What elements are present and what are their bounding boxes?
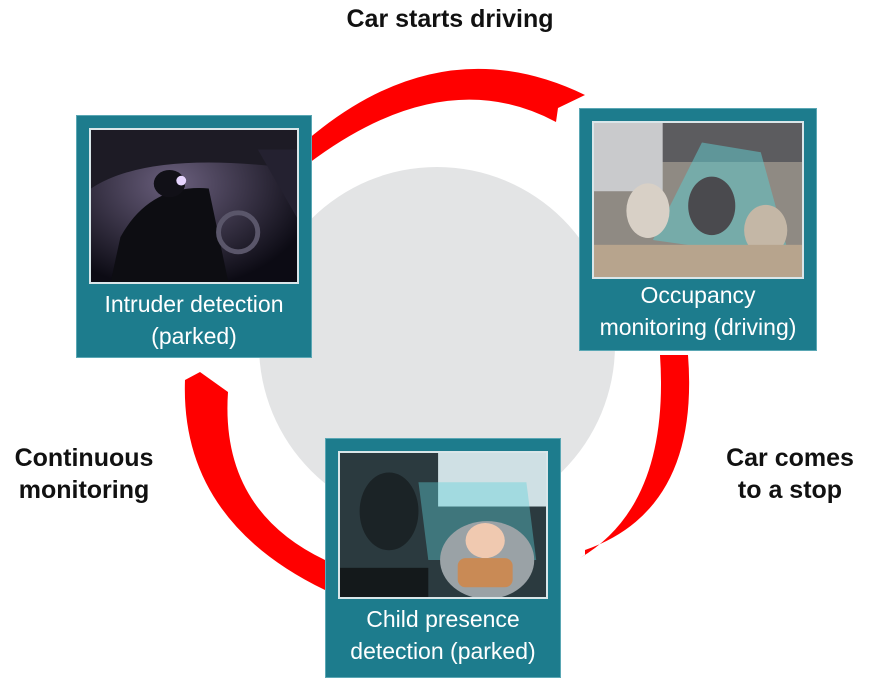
card-caption-intruder: Intruder detection (parked) — [104, 291, 284, 349]
card-caption-child: Child presence detection (parked) — [350, 606, 536, 664]
card-caption-occupancy: Occupancy monitoring (driving) — [599, 282, 797, 340]
cycle-arrow-right — [580, 355, 690, 558]
center-circle — [259, 167, 615, 523]
cycle-arrow-top — [285, 68, 585, 170]
card-child-presence-detection: Child presence detection (parked) — [325, 438, 561, 678]
cabin-occupants-sensor-photo — [592, 121, 804, 279]
card-occupancy-monitoring: Occupancy monitoring (driving) — [579, 108, 817, 351]
label-continuous-monitoring: Continuous monitoring — [14, 444, 154, 504]
baby-in-car-seat-photo — [338, 451, 548, 599]
intruder-in-car-photo — [89, 128, 299, 284]
label-car-starts-driving: Car starts driving — [346, 5, 554, 33]
label-car-comes-to-stop: Car comes to a stop — [726, 444, 854, 504]
cycle-arrow-left — [184, 372, 325, 590]
card-intruder-detection: Intruder detection (parked) — [76, 115, 312, 358]
